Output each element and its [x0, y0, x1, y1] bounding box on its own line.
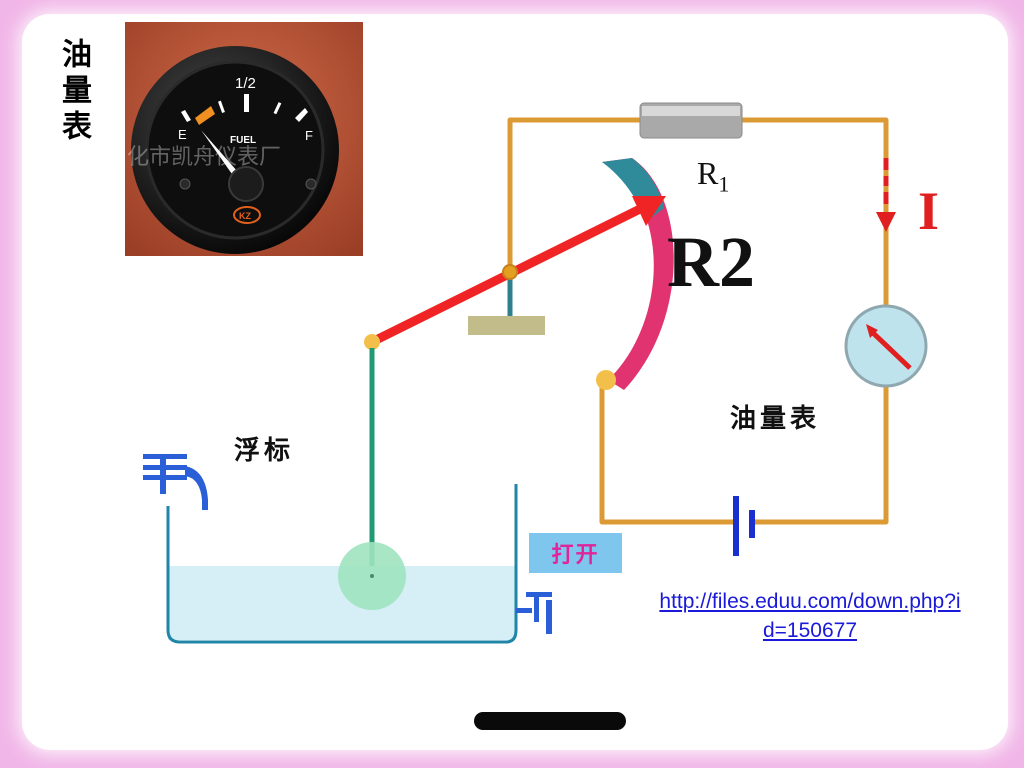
r2-label: R2: [667, 222, 755, 302]
gauge-needle: [201, 130, 245, 184]
half-mark-label: 1/2: [235, 75, 256, 92]
screw-right: [305, 178, 317, 190]
fuel-gauge-photo: 1/2 E F FUEL KZ 化市凯舟仪表厂: [125, 22, 363, 256]
tick-empty: [181, 110, 191, 122]
full-mark-label: F: [305, 128, 313, 143]
brand-badge-ring: [233, 206, 261, 224]
tick-full: [295, 108, 308, 122]
tick-quarter-3: [273, 102, 282, 115]
tick-half: [244, 94, 249, 112]
tick-quarter-1: [218, 100, 225, 113]
reserve-mark: [195, 106, 215, 125]
current-label: I: [918, 181, 940, 241]
needle-hub: [228, 166, 264, 202]
fuel-label: FUEL: [230, 135, 256, 146]
source-url-link[interactable]: http://files.eduu.com/down.php?id=150677: [659, 590, 961, 642]
meter-label: 油量表: [730, 404, 821, 434]
empty-mark-label: E: [178, 127, 187, 142]
r1-label: R1: [697, 155, 730, 197]
watermark-text: 化市凯舟仪表厂: [127, 145, 281, 170]
slide-scrollbar[interactable]: [474, 712, 626, 730]
brand-badge: KZ: [239, 211, 251, 221]
open-valve-button[interactable]: 打开: [529, 533, 622, 573]
screw-left: [179, 178, 191, 190]
side-title: 油量表: [56, 38, 91, 146]
float-label: 浮标: [234, 436, 295, 466]
